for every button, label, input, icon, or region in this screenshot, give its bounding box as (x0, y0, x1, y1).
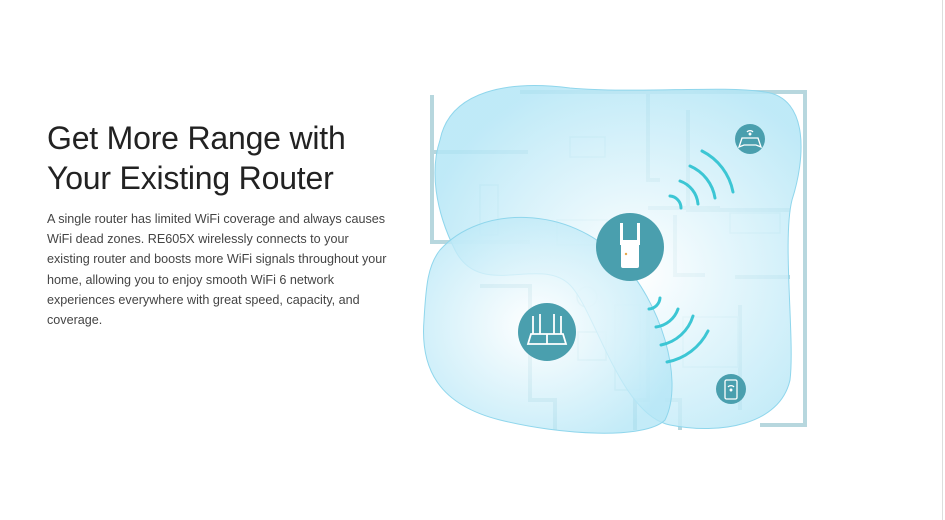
coverage-floorplan-illustration (423, 85, 807, 434)
router-icon (518, 303, 576, 361)
range-extender-icon (596, 213, 664, 281)
wifi-waves-icon (647, 149, 735, 364)
section-title: Get More Range with Your Existing Router (47, 120, 346, 196)
gamepad-icon (735, 124, 765, 154)
page-edge-divider (942, 0, 943, 520)
section-description: A single router has limited WiFi coverag… (47, 212, 387, 328)
smartphone-icon (716, 374, 746, 404)
